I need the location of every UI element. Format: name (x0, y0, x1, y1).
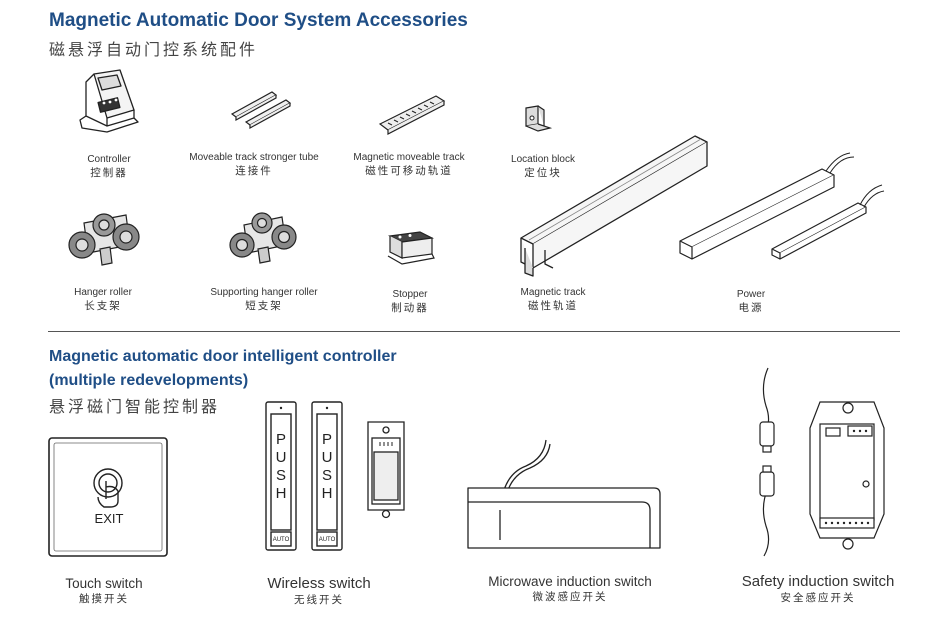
stronger-tube-icon (230, 91, 292, 130)
exit-label: EXIT (95, 511, 124, 526)
stopper-icon (387, 231, 435, 265)
svg-text:H: H (276, 485, 287, 502)
svg-text:P: P (276, 431, 286, 448)
svg-text:H: H (322, 485, 333, 502)
safety-switch-icon (759, 367, 885, 557)
controller-icon (79, 69, 139, 133)
svg-text:S: S (322, 467, 332, 484)
power-icon (679, 152, 885, 260)
touch-switch-icon: EXIT (48, 437, 168, 557)
section2-title: Magnetic automatic door intelligent cont… (49, 348, 397, 389)
location-block-icon (525, 105, 553, 132)
microwave-switch-icon (467, 439, 661, 549)
svg-text:U: U (322, 449, 333, 466)
supporting-hanger-roller-icon (229, 212, 297, 264)
section2-title-cn: 悬浮磁门智能控制器 (49, 397, 221, 416)
hanger-roller-icon (68, 213, 140, 266)
wireless-switch-icon: P U S H P U S H AUTO AUTO (265, 401, 343, 551)
moveable-track-icon (378, 95, 446, 135)
magnetic-track-icon (520, 135, 708, 277)
section1-title: Magnetic Automatic Door System Accessori… (49, 10, 468, 31)
wireless-receiver-icon (367, 421, 405, 519)
svg-text:AUTO: AUTO (319, 537, 336, 543)
section1-title-cn: 磁悬浮自动门控系统配件 (49, 40, 259, 59)
svg-text:P: P (322, 431, 332, 448)
svg-text:S: S (276, 467, 286, 484)
section-divider (48, 331, 900, 332)
svg-text:U: U (276, 449, 287, 466)
svg-text:AUTO: AUTO (273, 537, 290, 543)
